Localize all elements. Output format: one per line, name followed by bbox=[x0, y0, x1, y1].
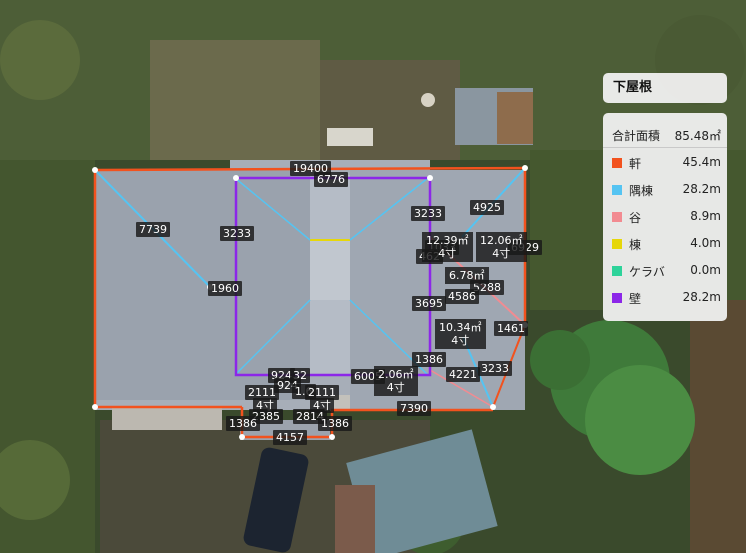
dim-label-4586: 4586 bbox=[445, 289, 479, 304]
dim-label-1386-left: 1386 bbox=[226, 416, 260, 431]
area-value: 12.06㎡ bbox=[480, 234, 523, 247]
legend-name: 軒 bbox=[629, 157, 642, 171]
legend-name: 隅棟 bbox=[629, 184, 654, 198]
dim-label-1386-center: 1386 bbox=[412, 352, 446, 367]
dim-label-7390: 7390 bbox=[397, 401, 431, 416]
legend-row-eaves[interactable]: 軒 45.4m bbox=[603, 151, 727, 177]
area-label-4: 10.34㎡ 4寸 bbox=[435, 319, 486, 349]
legend-body: 合計面積 85.48㎡ 軒 45.4m 隅棟 28.2m 谷 8.9m 棟 4.… bbox=[603, 113, 727, 321]
legend-value: 45.4m bbox=[682, 155, 721, 169]
legend-name: 谷 bbox=[629, 211, 642, 225]
legend-name: 棟 bbox=[629, 238, 642, 252]
area-value: 10.34㎡ bbox=[439, 321, 482, 334]
dim-label-1461: 1461 bbox=[494, 321, 528, 336]
dim-label-2111-left: 2111 bbox=[245, 385, 279, 400]
dim-label-1960: 1960 bbox=[208, 281, 242, 296]
dim-label-1386-right: 1386 bbox=[318, 416, 352, 431]
legend-row-ridge[interactable]: 棟 4.0m bbox=[603, 232, 727, 258]
eaves-swatch bbox=[612, 158, 622, 168]
area-value: 6.78㎡ bbox=[449, 269, 485, 282]
legend-value: 28.2m bbox=[682, 290, 721, 304]
area-label-5: 2.06㎡ 4寸 bbox=[374, 366, 418, 396]
legend-name: ケラバ bbox=[629, 265, 665, 279]
valley-swatch bbox=[612, 212, 622, 222]
dim-label-4925: 4925 bbox=[470, 200, 504, 215]
area-value: 12.39㎡ bbox=[426, 234, 469, 247]
dim-label-3233-left: 3233 bbox=[220, 226, 254, 241]
dim-label-2814: 2814 bbox=[293, 409, 327, 424]
area-pitch: 4寸 bbox=[451, 334, 470, 347]
area-value: 2.06㎡ bbox=[378, 368, 414, 381]
dim-label-6776: 6776 bbox=[314, 172, 348, 187]
dim-label-2111-right: 2111 bbox=[305, 385, 339, 400]
area-label-3: 6.78㎡ bbox=[445, 267, 489, 284]
legend-name: 壁 bbox=[629, 292, 642, 306]
legend-value: 0.0m bbox=[690, 263, 721, 277]
area-label-2: 12.06㎡ 4寸 bbox=[476, 232, 527, 262]
verge-swatch bbox=[612, 266, 622, 276]
legend-row-verge[interactable]: ケラバ 0.0m bbox=[603, 259, 727, 285]
dim-label-3695: 3695 bbox=[412, 296, 446, 311]
panel-title[interactable]: 下屋根 bbox=[603, 73, 727, 103]
ridge-swatch bbox=[612, 239, 622, 249]
dim-label-19400: 19400 bbox=[290, 161, 331, 176]
total-area-value: 85.48㎡ bbox=[674, 129, 721, 143]
legend-row-wall[interactable]: 壁 28.2m bbox=[603, 286, 727, 312]
dim-label-3233-lower: 3233 bbox=[478, 361, 512, 376]
total-area-label: 合計面積 bbox=[612, 129, 661, 143]
dim-label-3233-right: 3233 bbox=[411, 206, 445, 221]
dim-label-4221: 4221 bbox=[446, 367, 480, 382]
legend-row-valley[interactable]: 谷 8.9m bbox=[603, 205, 727, 231]
wall-swatch bbox=[612, 293, 622, 303]
area-label-1: 12.39㎡ 4寸 bbox=[422, 232, 473, 262]
hip-swatch bbox=[612, 185, 622, 195]
dim-label-4157: 4157 bbox=[273, 430, 307, 445]
roof-summary-panel: 下屋根 合計面積 85.48㎡ 軒 45.4m 隅棟 28.2m 谷 8.9m … bbox=[603, 73, 727, 321]
legend-value: 8.9m bbox=[690, 209, 721, 223]
area-pitch: 4寸 bbox=[438, 247, 457, 260]
legend-value: 28.2m bbox=[682, 182, 721, 196]
area-pitch: 4寸 bbox=[492, 247, 511, 260]
dim-label-7739: 7739 bbox=[136, 222, 170, 237]
legend-value: 4.0m bbox=[690, 236, 721, 250]
area-pitch: 4寸 bbox=[386, 381, 405, 394]
legend-row-hip[interactable]: 隅棟 28.2m bbox=[603, 178, 727, 204]
total-area-row: 合計面積 85.48㎡ bbox=[603, 121, 727, 148]
